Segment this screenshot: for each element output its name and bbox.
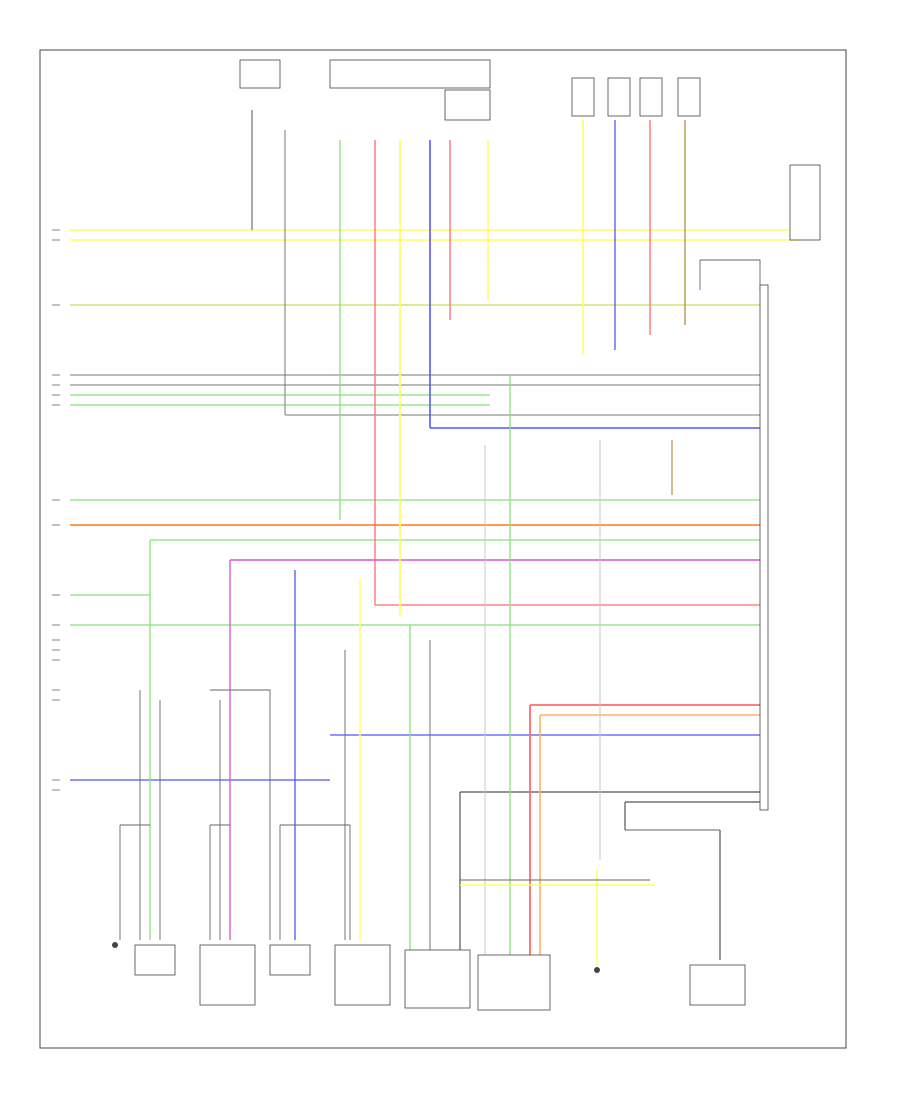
horizontal-wires — [70, 229, 800, 803]
sensor-component-b — [477, 954, 551, 1011]
knock-sensor — [689, 964, 746, 1006]
ground-symbol — [594, 967, 600, 973]
left-pin-markers — [52, 229, 60, 791]
diagram-frame — [39, 49, 847, 1049]
gray-harness — [119, 259, 761, 940]
injector-4 — [334, 944, 391, 1006]
sensor-box-a — [571, 77, 595, 117]
sensor-component-a — [404, 949, 471, 1009]
sensor-box-b — [607, 77, 631, 117]
ecm-connector-strip — [759, 284, 769, 811]
sensor-box-c — [639, 77, 663, 117]
injector-1 — [134, 944, 176, 976]
relay-box-3 — [444, 89, 491, 121]
sensor-box-d — [677, 77, 701, 117]
injector-2 — [199, 944, 256, 1006]
bottom-components — [112, 942, 746, 1011]
top-connectors — [239, 59, 701, 121]
top-right-connector — [789, 164, 821, 241]
vertical-wires — [149, 110, 721, 965]
injector-3 — [269, 944, 311, 976]
ground-symbol-2 — [112, 942, 118, 948]
right-pin-column — [759, 164, 821, 811]
relay-box-1 — [239, 59, 281, 89]
relay-box-2 — [329, 59, 491, 89]
